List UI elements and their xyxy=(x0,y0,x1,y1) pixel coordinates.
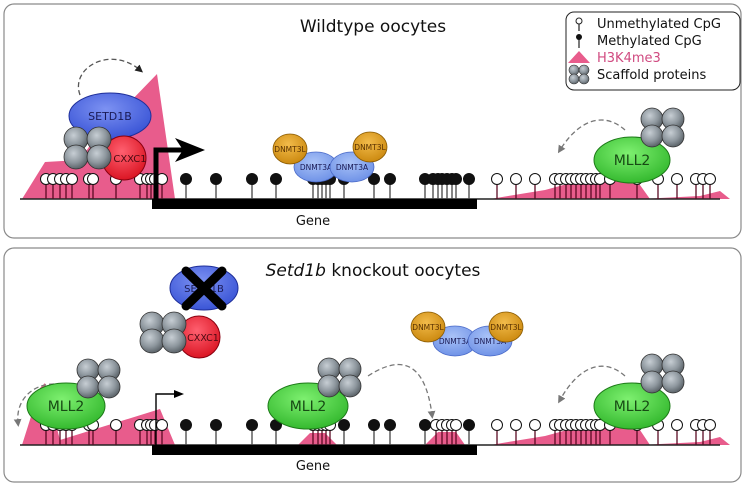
dnmt3a-label: DNMT3A xyxy=(474,337,507,346)
setd1b-complex-disrupted: SETD1B CXXC1 xyxy=(139,265,239,359)
gene-label: Gene xyxy=(296,459,330,474)
h3k4me3-triangle-icon xyxy=(568,51,590,63)
unmethylated-cpg xyxy=(671,419,683,445)
recruitment-arrow xyxy=(77,58,143,96)
methylated-cpg xyxy=(270,173,282,199)
dnmt3l-label: DNMT3L xyxy=(412,323,444,332)
methylated-cpg xyxy=(368,173,380,199)
legend: Unmethylated CpG Methylated CpG H3K4me3 … xyxy=(565,11,741,91)
recruitment-arrow xyxy=(558,365,626,404)
mll2-label: MLL2 xyxy=(614,153,651,169)
scaffold-proteins xyxy=(317,357,362,398)
methylated-cpg xyxy=(368,419,380,445)
recruitment-arrow xyxy=(557,119,626,154)
transcription-start-arrow xyxy=(155,390,184,447)
scaffold-proteins xyxy=(640,353,685,394)
unmethylated-cpg xyxy=(510,419,522,445)
dnmt3a-label: DNMT3A xyxy=(439,337,472,346)
h3k4me3-low-tail xyxy=(640,437,730,445)
unmethylated-cpg xyxy=(450,419,462,445)
methylated-cpg xyxy=(180,173,192,199)
mll2-label: MLL2 xyxy=(614,399,651,415)
unmethylated-cpg xyxy=(491,173,503,199)
dnmt3l-label: DNMT3L xyxy=(354,143,386,152)
legend-box xyxy=(565,11,741,91)
mll2-complex: MLL2 xyxy=(558,353,685,430)
unmethylated-cpg xyxy=(87,173,99,199)
dnmt3a-dnmt3l-complex: DNMT3A DNMT3A DNMT3L DNMT3L xyxy=(272,131,388,183)
scaffold-proteins xyxy=(139,311,187,354)
transcription-start-arrow xyxy=(153,138,205,201)
knockout-x-icon xyxy=(181,266,227,311)
dnmt3a-label: DNMT3A xyxy=(300,163,333,172)
dnmt3l-label: DNMT3L xyxy=(274,145,306,154)
recruitment-arrow xyxy=(367,363,436,419)
mll2-complex: MLL2 xyxy=(267,357,436,430)
scaffold-proteins xyxy=(640,107,685,148)
methylated-cpg xyxy=(384,419,396,445)
h3k4me3-gene-body-peak xyxy=(425,432,465,445)
panel-wildtype: Wildtype oocytes Unmethylated CpG Methyl… xyxy=(3,3,742,239)
legend-label-methylated: Methylated CpG xyxy=(597,34,702,49)
methylated-cpg xyxy=(463,173,475,199)
setd1b-complex: SETD1B CXXC1 xyxy=(63,58,152,181)
unmethylated-cpg xyxy=(594,419,606,445)
dnmt3a-label: DNMT3A xyxy=(336,163,369,172)
unmethylated-cpg xyxy=(110,419,122,445)
mll2-label: MLL2 xyxy=(290,399,327,415)
panel-title: Wildtype oocytes xyxy=(300,17,446,37)
h3k4me3-low-tail xyxy=(640,191,730,199)
unmethylated-cpg xyxy=(491,419,503,445)
dnmt3a-dnmt3l-complex: DNMT3A DNMT3A DNMT3L DNMT3L xyxy=(410,311,524,357)
methylated-cpg xyxy=(338,419,350,445)
unmethylated-cpg xyxy=(510,173,522,199)
unmethylated-cpg xyxy=(704,419,716,445)
gene-label: Gene xyxy=(296,214,330,229)
unmethylated-cpg xyxy=(529,419,541,445)
unmethylated-cpg xyxy=(529,173,541,199)
mll2-complex: MLL2 xyxy=(13,358,121,430)
methylated-cpg xyxy=(384,173,396,199)
methylated-cpg xyxy=(419,419,431,445)
legend-label-unmethylated: Unmethylated CpG xyxy=(597,17,721,32)
unmethylated-cpg-icon xyxy=(575,17,583,31)
unmethylated-cpg xyxy=(671,173,683,199)
methylated-cpg xyxy=(450,173,462,199)
gene-body xyxy=(152,199,477,209)
scaffold-proteins xyxy=(63,126,112,170)
dnmt3l-protein xyxy=(272,133,308,165)
cxxc1-label: CXXC1 xyxy=(113,154,146,165)
dnmt3l-protein xyxy=(488,311,524,343)
setd1b-label: SETD1B xyxy=(88,110,132,123)
dnmt3l-protein xyxy=(352,131,388,163)
unmethylated-cpg xyxy=(66,173,78,199)
scaffold-proteins-icon xyxy=(568,64,590,85)
dnmt3l-protein xyxy=(410,311,446,343)
scaffold-proteins xyxy=(76,358,121,399)
mll2-label: MLL2 xyxy=(48,399,85,415)
legend-label-h3k4me3: H3K4me3 xyxy=(597,51,661,66)
methylated-cpg xyxy=(246,173,258,199)
methylated-cpg xyxy=(180,419,192,445)
cpg-sites xyxy=(40,419,716,445)
methylated-cpg-icon xyxy=(576,34,582,48)
mll2-complex: MLL2 xyxy=(557,107,685,184)
methylated-cpg xyxy=(463,419,475,445)
unmethylated-cpg xyxy=(594,173,606,199)
mll2-protein xyxy=(593,382,671,430)
unmethylated-cpg xyxy=(704,173,716,199)
methylated-cpg xyxy=(210,419,222,445)
panel-setd1b-knockout: Setd1b knockout oocytes Gene SETD1B CXX xyxy=(3,247,742,483)
gene-body xyxy=(152,445,477,455)
methylated-cpg xyxy=(210,173,222,199)
methylated-cpg xyxy=(246,419,258,445)
recruitment-arrow xyxy=(13,383,63,427)
panel-title: Setd1b knockout oocytes xyxy=(266,261,481,281)
dnmt3l-label: DNMT3L xyxy=(490,323,522,332)
legend-label-scaffold: Scaffold proteins xyxy=(597,68,706,83)
cxxc1-label: CXXC1 xyxy=(187,333,219,344)
mll2-protein xyxy=(593,136,671,184)
